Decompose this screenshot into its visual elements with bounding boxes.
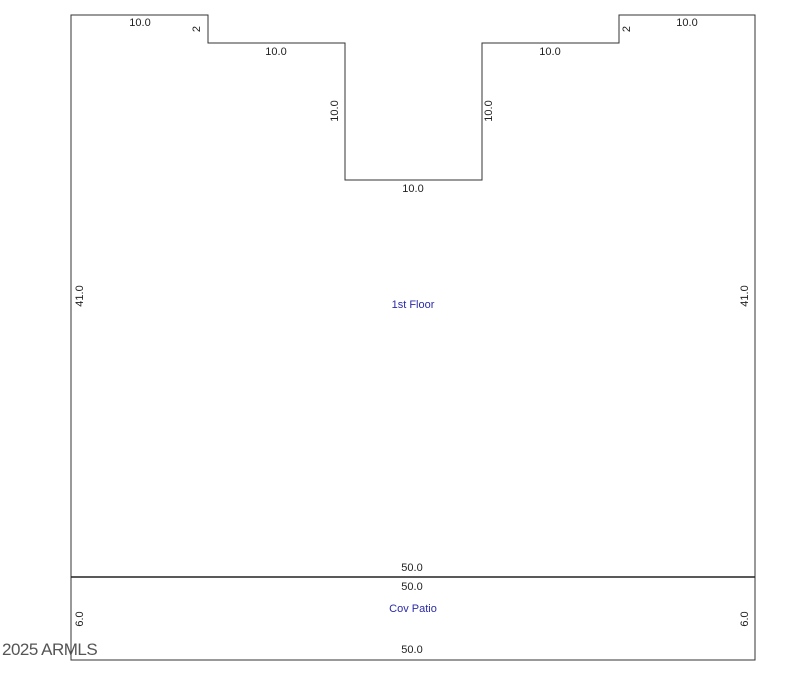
dim-notch-right-depth: 10.0 xyxy=(483,100,495,121)
dim-top-left-run: 10.0 xyxy=(129,17,150,29)
dim-top-right-step: 2 xyxy=(621,26,633,32)
dim-left-shoulder: 10.0 xyxy=(265,46,286,58)
dim-top-left-step: 2 xyxy=(191,26,203,32)
dim-floor-right-side: 41.0 xyxy=(739,285,751,306)
dim-floor-left-side: 41.0 xyxy=(74,285,86,306)
dim-patio-top: 50.0 xyxy=(401,581,422,593)
watermark-text: 2025 ARMLS xyxy=(2,640,98,659)
dim-patio-right-side: 6.0 xyxy=(739,611,751,626)
dim-floor-bottom: 50.0 xyxy=(401,562,422,574)
dim-notch-bottom: 10.0 xyxy=(402,183,423,195)
first-floor-outline xyxy=(70,14,756,578)
dim-patio-left-side: 6.0 xyxy=(74,611,86,626)
dim-top-right-run: 10.0 xyxy=(676,17,697,29)
dim-patio-bottom: 50.0 xyxy=(401,644,422,656)
room-label-first-floor: 1st Floor xyxy=(392,299,435,311)
room-label-cov-patio: Cov Patio xyxy=(389,603,437,615)
dim-notch-left-depth: 10.0 xyxy=(329,100,341,121)
dim-right-shoulder: 10.0 xyxy=(539,46,560,58)
